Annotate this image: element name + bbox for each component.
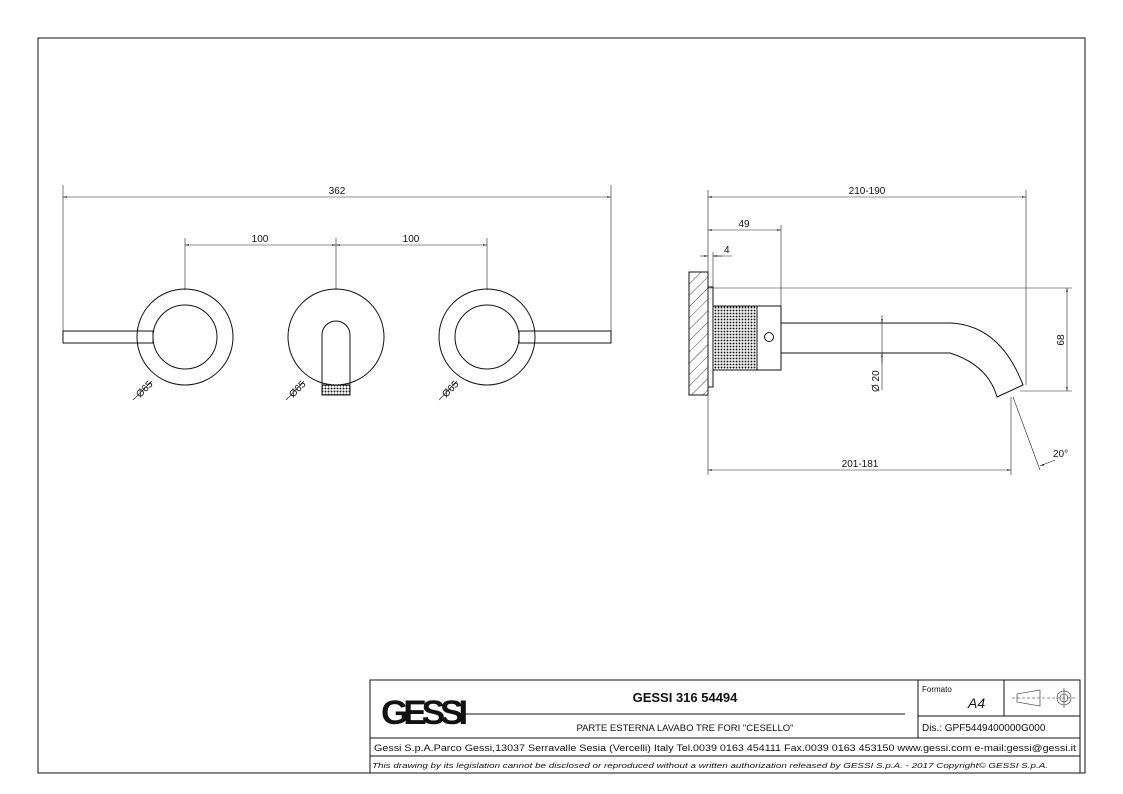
- side-view: 210-190 49 4 68 Ø 20 201-181 20°: [688, 186, 1072, 475]
- gessi-logo: GESSI: [381, 694, 467, 732]
- dim-outlet-angle: 20°: [1053, 449, 1068, 460]
- dim-projection-max: 210-190: [849, 186, 886, 197]
- projection-symbol-icon: [1012, 688, 1075, 708]
- right-handle: [438, 288, 612, 386]
- title-block: GESSI GESSI 316 54494 PARTE ESTERNA LAVA…: [369, 679, 1081, 774]
- dim-projection-min: 201-181: [842, 459, 879, 470]
- company-address: Gessi S.p.A.Parco Gessi,13037 Serravalle…: [374, 743, 1077, 753]
- copyright-disclaimer: This drawing by its legislation cannot b…: [372, 761, 1048, 770]
- center-spout: [287, 288, 385, 396]
- front-view: 362 100 100 Ø65 Ø65 Ø65: [62, 185, 612, 401]
- format-value: A4: [967, 695, 985, 711]
- dim-diameter-right: Ø65: [440, 379, 461, 400]
- format-label: Formato: [922, 685, 952, 694]
- dim-spacing-right: 100: [403, 234, 420, 245]
- drawing-number: Dis.: GPF5449400000G000: [922, 723, 1046, 734]
- dim-overall-width: 362: [329, 186, 346, 197]
- product-description: PARTE ESTERNA LAVABO TRE FORI "CESELLO": [576, 723, 793, 734]
- knurled-body: [712, 305, 758, 371]
- dim-spout-diameter: Ø 20: [871, 370, 882, 392]
- left-handle: [62, 288, 234, 386]
- dim-spacing-left: 100: [252, 234, 269, 245]
- wall-section: [688, 271, 709, 396]
- dim-body-depth: 49: [738, 219, 750, 230]
- sheet-frame: [37, 37, 1086, 774]
- dim-plate-thickness: 4: [724, 245, 730, 256]
- dim-height: 68: [1056, 334, 1067, 346]
- spout-profile: [781, 322, 1024, 398]
- dim-diameter-center: Ø65: [287, 379, 308, 400]
- product-code: GESSI 316 54494: [633, 690, 739, 705]
- dim-diameter-left: Ø65: [134, 379, 155, 400]
